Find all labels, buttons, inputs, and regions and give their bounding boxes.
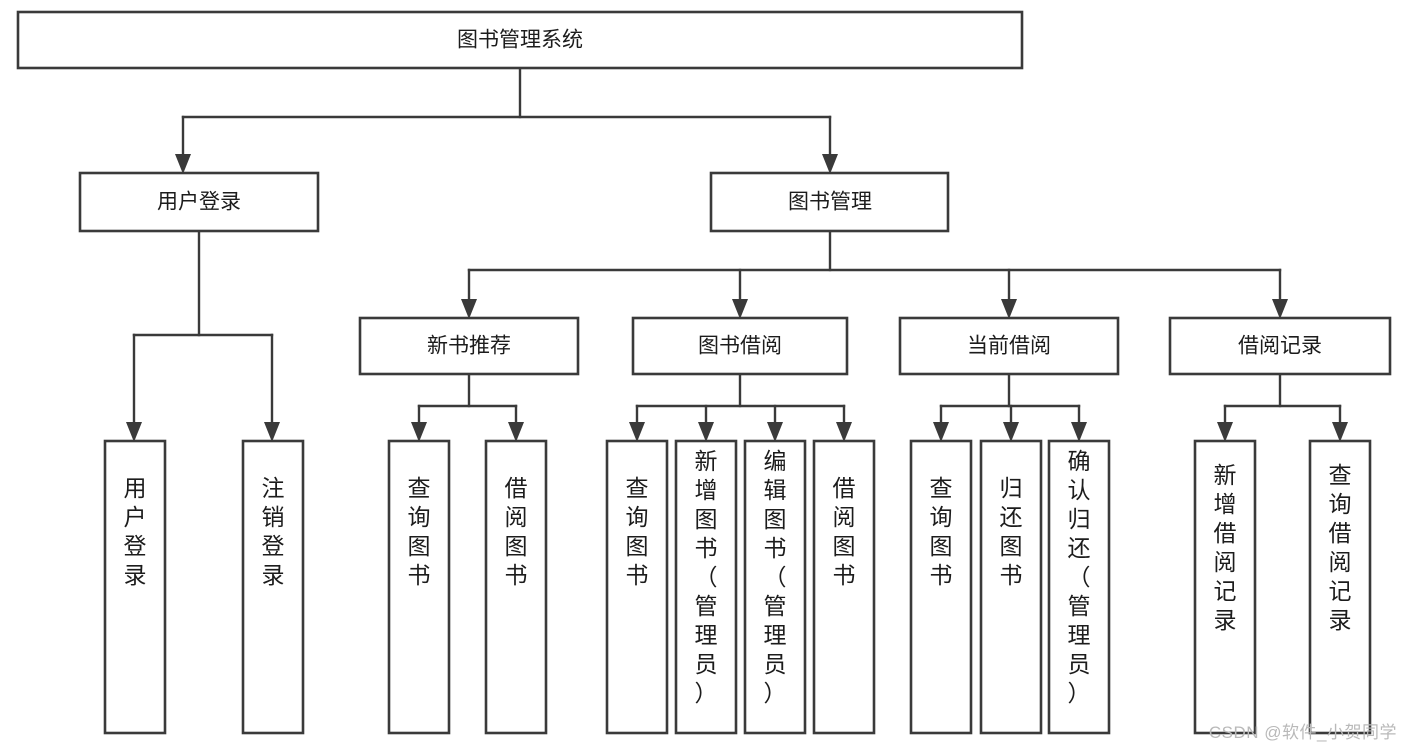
leaf-label: 借阅图书 <box>505 475 528 588</box>
leaf-label: 归还图书 <box>1000 475 1023 588</box>
leaf-label: 编辑图书（管理员） <box>764 448 787 706</box>
arrow-cb-leaf-3 <box>1071 422 1087 442</box>
arrow-bb-leaf-3 <box>767 422 783 442</box>
leaf-box[interactable] <box>1193 439 1257 735</box>
leaf-current-borrow-2[interactable]: 归还图书 <box>979 439 1043 735</box>
leaf-current-borrow-3[interactable]: 确认归还（管理员） <box>1047 439 1111 735</box>
leaf-box[interactable] <box>241 439 305 735</box>
node-user-login-label: 用户登录 <box>157 191 241 214</box>
leaf-label: 查询借阅记录 <box>1329 462 1352 633</box>
node-book-manage[interactable]: 图书管理 <box>709 171 950 233</box>
leaf-book-borrow-4[interactable]: 借阅图书 <box>812 439 876 735</box>
arrow-bm-to-new-book <box>461 299 477 319</box>
leaf-box[interactable] <box>674 439 738 735</box>
leaf-label: 查询图书 <box>408 475 431 588</box>
connector-layer <box>126 66 1348 442</box>
node-book-borrow-box[interactable] <box>631 316 849 376</box>
leaf-box[interactable] <box>743 439 807 735</box>
arrow-bm-to-current <box>1001 299 1017 319</box>
leaf-label: 查询图书 <box>626 475 649 588</box>
arrow-bm-to-record <box>1272 299 1288 319</box>
arrow-nb-leaf-1 <box>411 422 427 442</box>
arrow-cb-leaf-1 <box>933 422 949 442</box>
node-book-borrow[interactable]: 图书借阅 <box>631 316 849 376</box>
node-user-login-box[interactable] <box>78 171 320 233</box>
leaf-book-borrow-1[interactable]: 查询图书 <box>605 439 669 735</box>
leaf-user-login-1[interactable]: 用户登录 <box>103 439 167 735</box>
leaf-label: 借阅图书 <box>833 475 856 588</box>
arrow-br-leaf-1 <box>1217 422 1233 442</box>
arrow-bm-to-borrow <box>732 299 748 319</box>
leaf-label: 查询图书 <box>930 475 953 588</box>
node-new-book-recommend-label: 新书推荐 <box>427 335 511 358</box>
arrow-bb-leaf-2 <box>698 422 714 442</box>
arrow-nb-leaf-2 <box>508 422 524 442</box>
node-borrow-record-label: 借阅记录 <box>1238 335 1322 358</box>
leaf-label: 确认归还（管理员） <box>1068 448 1091 706</box>
node-current-borrow[interactable]: 当前借阅 <box>898 316 1120 376</box>
leaf-label: 注销登录 <box>262 475 285 588</box>
node-new-book-recommend[interactable]: 新书推荐 <box>358 316 580 376</box>
arrow-bb-leaf-4 <box>836 422 852 442</box>
leaf-label: 用户登录 <box>124 475 147 588</box>
node-current-borrow-label: 当前借阅 <box>967 335 1051 358</box>
node-borrow-record[interactable]: 借阅记录 <box>1168 316 1392 376</box>
leaf-box[interactable] <box>1308 439 1372 735</box>
arrow-user-login-leaf-1 <box>126 422 142 442</box>
leaf-box[interactable] <box>1047 439 1111 735</box>
leaf-borrow-record-2[interactable]: 查询借阅记录 <box>1308 439 1372 735</box>
leaf-box[interactable] <box>812 439 876 735</box>
node-user-login[interactable]: 用户登录 <box>78 171 320 233</box>
leaf-book-borrow-2[interactable]: 新增图书（管理员） <box>674 439 738 735</box>
arrow-user-login-leaf-2 <box>264 422 280 442</box>
node-root-label: 图书管理系统 <box>457 29 583 52</box>
arrow-cb-leaf-2 <box>1003 422 1019 442</box>
leaf-box[interactable] <box>909 439 973 735</box>
leaf-box[interactable] <box>979 439 1043 735</box>
leaf-new-book-1[interactable]: 查询图书 <box>387 439 451 735</box>
node-book-borrow-label: 图书借阅 <box>698 335 782 358</box>
leaf-box[interactable] <box>103 439 167 735</box>
arrow-root-to-user-login <box>175 154 191 174</box>
arrow-root-to-book-manage <box>822 154 838 174</box>
node-root-box[interactable] <box>16 10 1024 70</box>
leaf-box[interactable] <box>484 439 548 735</box>
node-borrow-record-box[interactable] <box>1168 316 1392 376</box>
node-book-manage-box[interactable] <box>709 171 950 233</box>
leaf-box[interactable] <box>605 439 669 735</box>
arrow-bb-leaf-1 <box>629 422 645 442</box>
node-new-book-recommend-box[interactable] <box>358 316 580 376</box>
node-book-manage-label: 图书管理 <box>788 191 872 214</box>
leaf-user-login-2[interactable]: 注销登录 <box>241 439 305 735</box>
node-current-borrow-box[interactable] <box>898 316 1120 376</box>
leaf-box[interactable] <box>387 439 451 735</box>
csdn-watermark: CSDN @软件_小贺同学 <box>1208 723 1397 742</box>
node-root[interactable]: 图书管理系统 <box>16 10 1024 70</box>
leaf-new-book-2[interactable]: 借阅图书 <box>484 439 548 735</box>
leaf-label: 新增图书（管理员） <box>695 448 718 706</box>
leaf-current-borrow-1[interactable]: 查询图书 <box>909 439 973 735</box>
leaf-label: 新增借阅记录 <box>1214 462 1237 633</box>
leaf-book-borrow-3[interactable]: 编辑图书（管理员） <box>743 439 807 735</box>
leaf-borrow-record-1[interactable]: 新增借阅记录 <box>1193 439 1257 735</box>
arrow-br-leaf-2 <box>1332 422 1348 442</box>
